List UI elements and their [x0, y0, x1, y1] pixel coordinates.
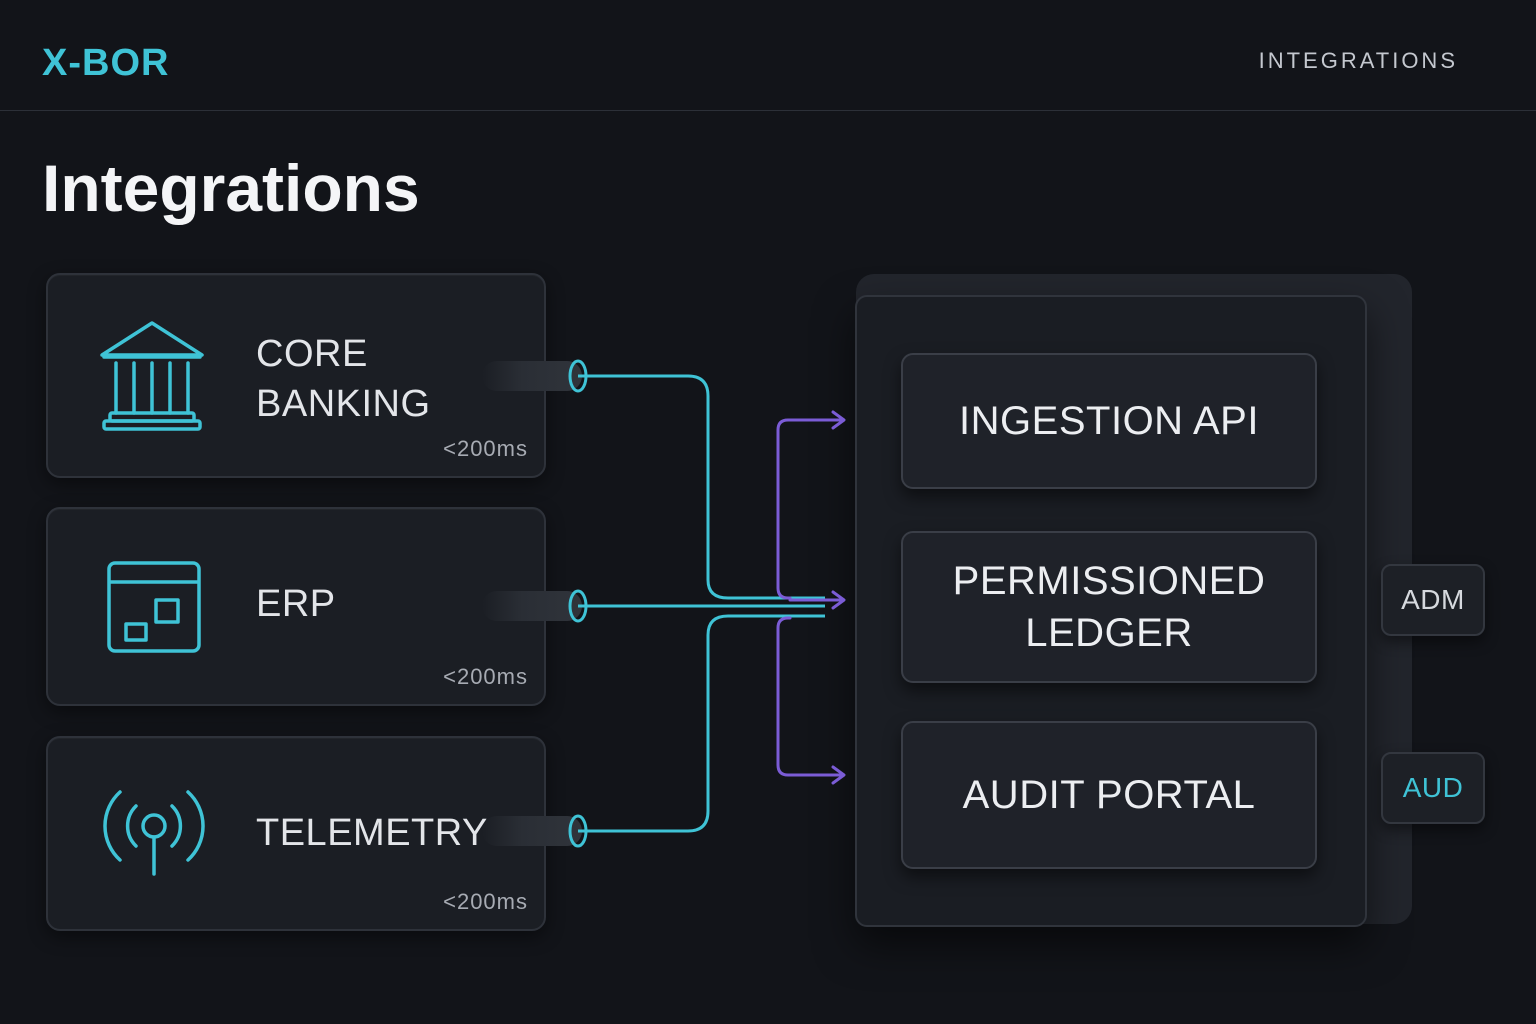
wire-to-ingestion [776, 418, 845, 600]
source-label: ERP [256, 583, 336, 625]
erp-window-icon [106, 560, 202, 659]
platform-device: INGESTION API PERMISSIONED LEDGER AUDIT … [855, 295, 1367, 927]
bank-icon [98, 319, 206, 436]
port-label: ADM [1401, 584, 1465, 615]
nav-integrations[interactable]: INTEGRATIONS [1258, 48, 1458, 73]
wire-telemetry [578, 614, 825, 833]
wire-to-audit [776, 616, 845, 777]
top-bar: X-BOR INTEGRATIONS [0, 0, 1536, 111]
module-ingestion-api[interactable]: INGESTION API [901, 353, 1317, 489]
port-label: AUD [1402, 772, 1464, 803]
page-title: Integrations [42, 151, 420, 225]
latency-badge: <200ms [443, 436, 528, 461]
source-card-erp[interactable]: ERP <200ms [46, 507, 546, 706]
brand-logo[interactable]: X-BOR [42, 42, 170, 84]
module-permissioned-ledger[interactable]: PERMISSIONED LEDGER [901, 531, 1317, 683]
source-card-core-banking[interactable]: CORE BANKING <200ms [46, 273, 546, 478]
connector-plug [482, 591, 582, 621]
source-card-telemetry[interactable]: TELEMETRY <200ms [46, 736, 546, 931]
antenna-icon [102, 786, 206, 883]
module-audit-portal[interactable]: AUDIT PORTAL [901, 721, 1317, 869]
port-adm[interactable]: ADM [1381, 564, 1485, 636]
latency-badge: <200ms [443, 889, 528, 914]
connector-plug [482, 361, 582, 391]
latency-badge: <200ms [443, 664, 528, 689]
source-label: TELEMETRY [256, 812, 488, 854]
port-aud[interactable]: AUD [1381, 752, 1485, 824]
wire-core-banking [578, 374, 825, 600]
connector-plug [482, 816, 582, 846]
source-label: CORE BANKING [256, 333, 431, 425]
